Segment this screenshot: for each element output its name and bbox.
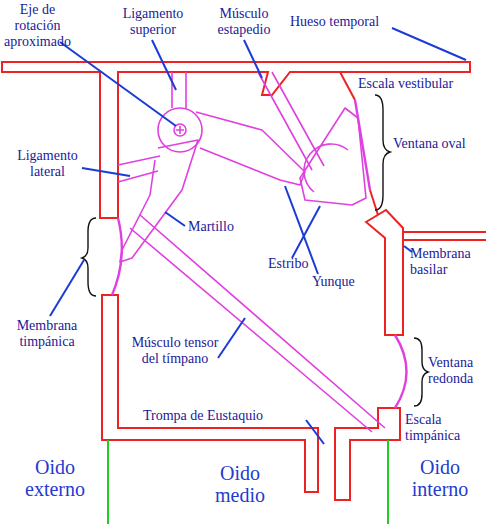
part-label: Eje de rotación aproximado (0, 2, 75, 50)
region-label: Oido externo (10, 456, 100, 500)
part-label: Ligamento superior (108, 6, 198, 38)
part-label: Músculo tensor del tímpano (130, 335, 220, 367)
part-label: Músculo estapedio (205, 6, 283, 38)
region-label: Oido interno (395, 456, 485, 500)
part-label: Membrana basilar (410, 246, 486, 278)
part-label: Ligamento lateral (5, 148, 90, 180)
part-label: Trompa de Eustaquio (143, 408, 263, 424)
part-label: Escala timpánica (405, 412, 485, 444)
region-label: Oido medio (200, 462, 280, 506)
part-label: Ventana oval (393, 136, 466, 152)
part-label: Yunque (312, 274, 355, 290)
part-label: Ventana redonda (428, 355, 486, 387)
part-label: Escala vestibular (358, 76, 453, 92)
part-label: Martillo (188, 219, 234, 235)
part-label: Hueso temporal (290, 14, 379, 30)
part-label: Membrana timpánica (2, 318, 92, 350)
part-label: Estribo (268, 256, 308, 272)
